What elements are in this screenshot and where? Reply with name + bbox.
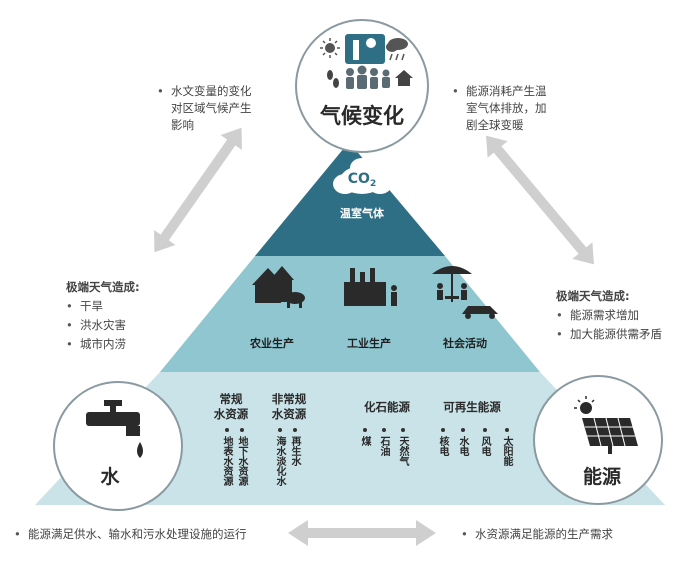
energy-item-oil: 石油 xyxy=(378,436,389,456)
middle-item-agriculture: 农业生产 xyxy=(250,337,294,350)
water-item-recycled: 再生水 xyxy=(289,436,300,466)
bullet-dot xyxy=(461,428,465,432)
energy-item-coal: 煤 xyxy=(359,436,370,446)
bullet-dot xyxy=(505,428,509,432)
co2-text: CO xyxy=(347,171,370,187)
footprint-icon xyxy=(327,70,339,88)
note-bottom-left: 能源满足供水、输水和污水处理设施的运行 xyxy=(14,526,247,543)
head-line: 水资源 xyxy=(213,407,249,421)
note-item: 能源需求增加 xyxy=(556,306,662,325)
head-line: 非常规 xyxy=(271,392,307,406)
sun-icon xyxy=(320,38,340,58)
note-bottom-right: 水资源满足能源的生产需求 xyxy=(461,526,613,543)
greenhouse-label: 温室气体 xyxy=(340,207,384,220)
water-group-conventional-head: 常规 水资源 xyxy=(206,392,256,422)
note-line: 能源满足供水、输水和污水处理设施的运行 xyxy=(28,527,247,541)
co2-cloud-icon xyxy=(333,158,392,194)
water-group-unconventional-head: 非常规 水资源 xyxy=(259,392,319,422)
energy-item-gas: 天然气 xyxy=(397,436,408,466)
note-top-left: 水文变量的变化 对区域气候产生 影响 xyxy=(157,83,252,134)
co2-label: CO2 xyxy=(340,171,384,189)
arrow-left-diagonal xyxy=(154,127,242,253)
note-item: 洪水灾害 xyxy=(66,316,140,335)
energy-item-solar: 太阳能 xyxy=(501,436,512,466)
note-line: 影响 xyxy=(171,118,194,132)
circle-energy xyxy=(533,375,663,505)
bullet-dot xyxy=(293,428,297,432)
co2-subscript: 2 xyxy=(369,179,377,189)
note-title: 极端天气造成: xyxy=(556,289,630,303)
energy-group-fossil-head: 化石能源 xyxy=(364,400,410,414)
note-right-extreme: 极端天气造成: 能源需求增加 加大能源供需矛盾 xyxy=(556,287,662,344)
bullet-dot xyxy=(278,428,282,432)
water-item-surface: 地表水资源 xyxy=(221,436,232,486)
bullet-dot xyxy=(240,428,244,432)
note-line: 对区域气候产生 xyxy=(171,101,252,115)
house-icon xyxy=(395,70,413,86)
energy-group-renewable-head: 可再生能源 xyxy=(443,400,501,414)
energy-title: 能源 xyxy=(582,466,621,488)
water-title: 水 xyxy=(100,466,120,488)
farm-icon xyxy=(252,266,305,308)
solar-panel-icon xyxy=(574,396,638,454)
note-line: 能源消耗产生温 xyxy=(466,84,547,98)
circle-climate xyxy=(295,19,429,153)
note-item: 城市内涝 xyxy=(66,335,140,354)
water-item-desalination: 海水淡化水 xyxy=(274,436,285,486)
bullet-dot xyxy=(363,428,367,432)
earth-climate-icon xyxy=(345,34,385,64)
water-item-ground: 地下水资源 xyxy=(236,436,247,486)
note-line: 剧全球变暖 xyxy=(466,118,524,132)
bullet-dot xyxy=(401,428,405,432)
note-title: 极端天气造成: xyxy=(66,280,140,294)
people-umbrella-icon xyxy=(432,266,498,319)
climate-title: 气候变化 xyxy=(320,104,404,128)
energy-item-nuclear: 核电 xyxy=(437,436,448,456)
middle-item-social: 社会活动 xyxy=(443,337,487,350)
arrow-right-diagonal xyxy=(486,135,594,265)
note-top-right: 能源消耗产生温 室气体排放，加 剧全球变暖 xyxy=(452,83,547,134)
bullet-dot xyxy=(441,428,445,432)
bullet-dot xyxy=(382,428,386,432)
head-line: 常规 xyxy=(219,392,243,406)
band-top xyxy=(255,142,445,256)
crowd-icon xyxy=(346,65,390,89)
circle-water xyxy=(53,381,183,511)
note-line: 水文变量的变化 xyxy=(171,84,252,98)
bullet-dot xyxy=(225,428,229,432)
note-line: 室气体排放，加 xyxy=(466,101,547,115)
energy-item-wind: 风电 xyxy=(479,436,490,456)
factory-icon xyxy=(344,268,397,306)
arrow-bottom xyxy=(288,520,436,546)
note-line: 水资源满足能源的生产需求 xyxy=(475,527,613,541)
note-item: 加大能源供需矛盾 xyxy=(556,325,662,344)
head-line: 水资源 xyxy=(271,407,307,421)
energy-item-hydro: 水电 xyxy=(457,436,468,456)
rain-cloud-icon xyxy=(386,38,408,61)
bullet-dot xyxy=(483,428,487,432)
arrows xyxy=(154,127,594,546)
middle-item-industry: 工业生产 xyxy=(347,337,391,350)
faucet-icon xyxy=(86,400,143,458)
note-item: 干旱 xyxy=(66,297,140,316)
note-left-extreme: 极端天气造成: 干旱 洪水灾害 城市内涝 xyxy=(66,278,140,354)
band-bottom xyxy=(35,372,665,505)
